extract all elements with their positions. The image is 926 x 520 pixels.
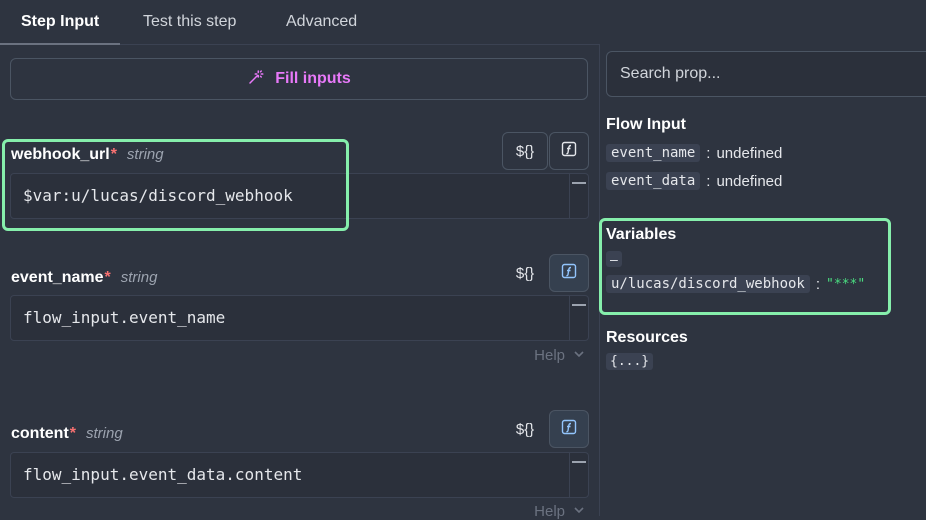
field-type: string [126,146,164,163]
content-input[interactable]: flow_input.event_data.content [10,452,589,498]
prop-value: undefined [716,172,783,190]
variable-row: u/lucas/discord_webhook : "***" [606,275,865,293]
property-picker-panel: Flow Input event_name : undefined event_… [600,44,926,516]
prop-key[interactable]: event_data [606,172,701,190]
input-scrollbar[interactable] [569,174,588,218]
field-label-webhook-url: webhook_url* string [11,146,164,164]
webhook-url-input[interactable]: $var:u/lucas/discord_webhook [10,173,589,219]
function-icon [561,263,577,284]
dynamic-template-button[interactable]: ${} [502,410,548,448]
dynamic-template-button[interactable]: ${} [502,254,548,292]
field-type: string [86,425,123,442]
dynamic-template-button[interactable]: ${} [502,132,548,170]
help-toggle[interactable]: Help [534,347,585,364]
tab-bar: Step Input Test this step Advanced [0,0,600,45]
function-icon [561,419,577,440]
resources-object-toggle[interactable]: {...} [606,353,654,370]
input-value: flow_input.event_data.content [23,465,303,484]
prop-key[interactable]: u/lucas/discord_webhook [606,275,810,293]
colon: : [706,172,711,190]
javascript-expression-button[interactable] [549,132,589,170]
flow-input-row: event_name : undefined [606,144,782,162]
flow-input-row: event_data : undefined [606,172,782,190]
fill-inputs-button[interactable]: Fill inputs [10,58,588,100]
help-label: Help [534,347,565,364]
tab-test-this-step[interactable]: Test this step [143,13,237,30]
javascript-expression-button[interactable] [549,410,589,448]
dollar-label: ${} [515,142,535,160]
function-icon [561,141,577,162]
fill-inputs-label: Fill inputs [275,70,351,87]
step-input-panel: Fill inputs webhook_url*string ${} $var:… [0,45,599,520]
colon: : [815,275,821,293]
help-toggle[interactable]: Help [534,503,585,520]
prop-value: undefined [716,144,783,162]
collapse-toggle[interactable]: – [606,251,622,267]
magic-wand-icon [247,68,265,91]
search-input[interactable] [618,64,922,84]
input-scrollbar[interactable] [569,296,588,340]
dollar-label: ${} [515,420,535,438]
input-value: $var:u/lucas/discord_webhook [23,186,293,205]
flow-input-title: Flow Input [606,116,686,133]
input-scrollbar[interactable] [569,453,588,497]
tab-advanced[interactable]: Advanced [286,13,358,30]
required-marker: * [69,425,77,442]
input-value: flow_input.event_name [23,308,226,327]
field-name: event_name [11,269,104,286]
tab-step-input[interactable]: Step Input [0,0,121,45]
variables-title: Variables [606,226,677,243]
dollar-label: ${} [515,264,535,282]
field-type: string [120,269,158,286]
colon: : [706,144,711,162]
field-name: webhook_url [11,146,110,163]
search-props-field[interactable] [606,51,926,97]
event-name-input[interactable]: flow_input.event_name [10,295,589,341]
chevron-down-icon [573,347,585,364]
prop-key[interactable]: event_name [606,144,701,162]
chevron-down-icon [573,503,585,520]
prop-value: "***" [826,276,866,292]
required-marker: * [110,146,117,163]
field-label-content: content* string [11,425,123,443]
javascript-expression-button[interactable] [549,254,589,292]
field-name: content [11,425,69,442]
field-label-event-name: event_name* string [11,269,157,287]
required-marker: * [104,269,111,286]
resources-title: Resources [606,329,688,346]
help-label: Help [534,503,565,520]
